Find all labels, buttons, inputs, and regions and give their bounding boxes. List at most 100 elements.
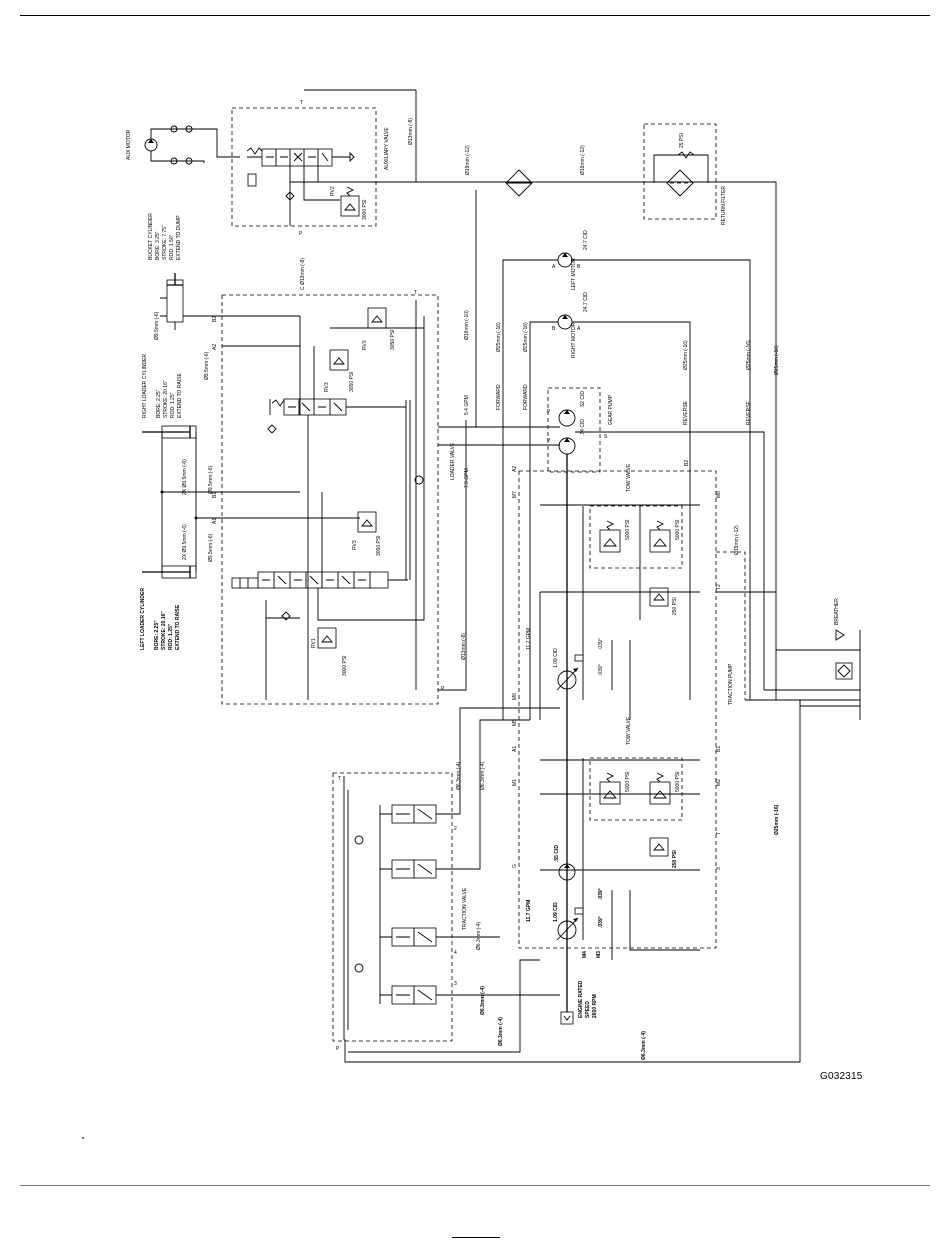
loader-gauge-icon	[414, 475, 424, 485]
line-25-a: Ø25mm (-16)	[496, 322, 502, 352]
charge-relief-lower	[649, 837, 669, 857]
port-m7: M7	[512, 491, 518, 498]
line-95-d: Ø9.5mm (-6)	[204, 351, 210, 380]
line-2x-b: 2X Ø9.5mm (-6)	[182, 524, 188, 560]
traction-pump-group: 5000 PSI 5000 PSI TOW VALVE 250 PSI 1.09…	[512, 454, 776, 1012]
bucket-action: EXTEND TO DUMP	[176, 215, 182, 260]
port-a1: A1	[512, 746, 518, 752]
rv3b-relief-valve	[329, 349, 349, 371]
gear-pump-boundary	[547, 387, 601, 473]
return-filter-icon	[666, 169, 694, 197]
port-m1: M1	[512, 779, 518, 786]
quick-coupler-icon	[170, 157, 178, 165]
loader-line-c: C Ø13mm (-8)	[300, 258, 306, 290]
reverse-b: REVERSE	[746, 400, 752, 425]
line-63-c: Ø6.3mm (-4)	[476, 921, 482, 950]
filter-bypass-psi: 25 PSI	[679, 133, 685, 148]
psi-5000-a: 5000 PSI	[625, 519, 631, 540]
right-action: EXTEND TO RAISE	[177, 373, 183, 418]
port-t-pump: T	[716, 832, 722, 835]
upper-servo	[574, 654, 584, 662]
rv1-psi: 3000 PSI	[342, 655, 348, 676]
left-motor-cid: 24.7 CID	[583, 230, 589, 250]
tow-valve-lower-boundary	[589, 757, 683, 821]
bucket-rod: ROD: 1.50"	[169, 234, 175, 260]
psi-5000-c: 5000 PSI	[625, 771, 631, 792]
traction-port-t: T	[338, 776, 341, 782]
left-stroke: STROKE: 20.16"	[161, 611, 167, 650]
traction-port-p: P	[336, 1046, 340, 1052]
bottom-rule	[20, 1185, 930, 1186]
upper-relief-b	[649, 529, 671, 553]
line-19-t: Ø19mm (-12)	[734, 525, 740, 555]
supply-lines-group: Ø16mm (-10) 5.4 GPM 7.9 GPM Ø13mm (-8)	[438, 190, 560, 691]
lift-spool	[257, 571, 389, 589]
line-16: Ø16mm (-10)	[464, 310, 470, 340]
bucket-line-size: Ø9.5mm (-6)	[154, 311, 160, 340]
right-motor-cid: 24.7 CID	[583, 292, 589, 312]
forward-b: FORWARD	[523, 384, 529, 410]
bucket-stroke: STROKE: 7.75"	[162, 225, 168, 260]
loader-valve-boundary	[221, 294, 439, 705]
line-63-f: Ø6.3mm (-4)	[641, 1031, 647, 1060]
port-m8: M8	[716, 491, 722, 498]
rv1-relief-valve	[317, 627, 337, 649]
check-valve-icon	[285, 191, 295, 201]
engine-rpm: 2600 RPM	[592, 994, 598, 1018]
reverse-a: REVERSE	[683, 400, 689, 425]
rv3c-label: RV3	[352, 540, 358, 550]
traction-gauge-lower	[354, 963, 364, 973]
line-63-d: Ø6.3mm (-4)	[480, 986, 486, 1015]
drive-motors-group: A B B A 24.7 CID LEFT MOTOR 24.7 CID RIG…	[496, 230, 780, 835]
stray-mark	[82, 1137, 84, 1139]
psi-250-b: 250 PSI	[672, 850, 678, 868]
traction-port-4: 4	[454, 950, 457, 956]
bucket-bore: BORE: 3.25"	[155, 231, 161, 260]
return-filter-label: RETURN FILTER	[721, 186, 727, 225]
tow-valve-a: TOW VALVE	[626, 463, 632, 492]
traction-pump-label: TRACTION PUMP	[728, 663, 734, 705]
gear-port-p-b: P	[547, 438, 551, 444]
charge-relief-upper	[649, 587, 669, 607]
upper-relief-a	[599, 529, 621, 553]
gpm-54: 5.4 GPM	[464, 395, 470, 415]
traction-valve-group: TRACTION VALVE Ø6.3mm (-4) Ø6.3mm (-4) Ø…	[332, 700, 801, 1063]
right-loader-cylinder-label: RIGHT LOADER CYLINDER	[142, 354, 148, 418]
line-2x-a: 2X Ø9.5mm (-6)	[182, 459, 188, 495]
line-25-e: Ø25mm (-16)	[774, 345, 780, 375]
rv3c-relief-valve	[357, 511, 377, 533]
line-63-a: Ø6.3mm (-4)	[456, 761, 462, 790]
forward-a: FORWARD	[496, 384, 502, 410]
tow-valve-upper-boundary	[589, 505, 683, 569]
rv2-label: RV2	[330, 186, 336, 196]
port-m4: M4	[582, 951, 588, 958]
traction-port-2: 2	[454, 826, 457, 832]
aux-line-size: Ø13mm (-8)	[408, 118, 414, 145]
deg-b: .039°	[598, 638, 604, 650]
port-m6: M6	[512, 693, 518, 700]
cooler-icon	[505, 169, 533, 197]
loader-valve-label: LOADER VALVE	[450, 442, 456, 480]
gear-port-s: S	[604, 434, 608, 440]
line-25-c: Ø25mm (-16)	[683, 340, 689, 370]
port-3-pump: 3	[716, 867, 722, 870]
deg-c: .039°	[598, 916, 604, 928]
port-a2-loader: A2	[212, 344, 218, 350]
port-m5: M5	[512, 719, 518, 726]
tow-valve-b: TOW VALVE	[626, 716, 632, 745]
aux-motor-label: AUX MOTOR	[126, 129, 132, 160]
traction-pump-lower	[557, 920, 577, 940]
gpm-79: 7.9 GPM	[464, 468, 470, 488]
traction-pump-upper	[557, 670, 577, 690]
line-95-c: Ø9.5mm (-6)	[208, 533, 214, 562]
rv3-relief-valve	[367, 307, 387, 329]
lower-relief-b	[649, 781, 671, 805]
figure-id: G032315	[820, 1071, 863, 1082]
cid-109-b: 1.09 CID	[553, 902, 559, 922]
line-13-loader: Ø13mm (-8)	[461, 633, 467, 660]
right-bore: BORE: 2.25"	[156, 389, 162, 418]
cid-109-a: 1.09 CID	[553, 648, 559, 668]
top-rule	[20, 15, 930, 16]
return-filter-group: 25 PSI RETURN FILTER Ø19mm (-12) Ø19mm (…	[290, 89, 777, 700]
